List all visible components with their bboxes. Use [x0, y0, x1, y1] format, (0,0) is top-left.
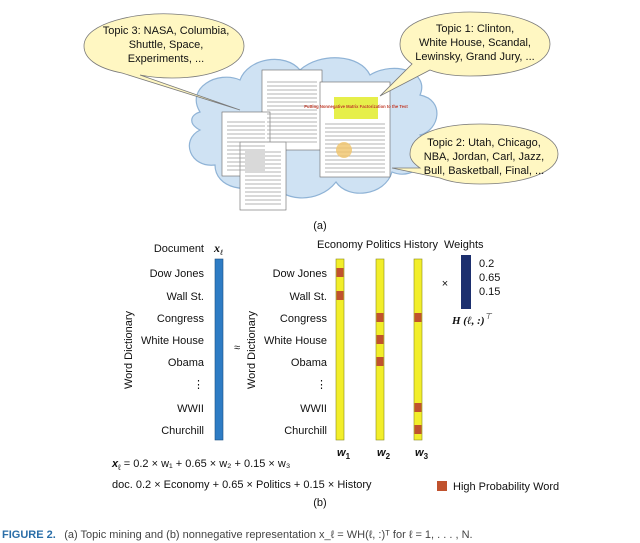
topic-vector-1 — [335, 258, 345, 441]
word-6: WWII — [177, 403, 204, 415]
paper-thumb-figure — [336, 142, 352, 158]
word-3: White House — [264, 335, 327, 347]
caption-label: FIGURE 2. — [2, 529, 56, 541]
paper-thumb-2 — [319, 81, 391, 178]
word-4: Obama — [168, 357, 205, 369]
bubble-line: Lewinsky, Grand Jury, ... — [415, 51, 534, 63]
bubble-line: Bull, Basketball, Final, ... — [424, 165, 544, 177]
paper-thumb-highlight — [334, 97, 378, 119]
topic-bubble-1: Topic 1: Clinton, White House, Scandal, … — [379, 11, 551, 97]
word-4: Obama — [291, 357, 328, 369]
times-symbol: × — [442, 278, 448, 290]
bubble-line: NBA, Jordan, Carl, Jazz, — [424, 151, 544, 163]
bubble-line: Topic 2: Utah, Chicago, — [427, 137, 541, 149]
high-prob-cell — [376, 335, 384, 344]
word-2: Congress — [280, 313, 328, 325]
word-6: WWII — [300, 403, 327, 415]
word-5: ⋮ — [316, 379, 327, 391]
topic-vector-label-2: w2 — [377, 447, 391, 461]
equation-xell: xℓ = 0.2 × w₁ + 0.65 × w₂ + 0.15 × w₃ — [111, 458, 290, 472]
word-1: Wall St. — [167, 291, 205, 303]
weight-value-0: 0.2 — [479, 258, 494, 270]
legend-swatch — [437, 481, 447, 491]
weights-label: H (ℓ, :)⊤ — [451, 312, 493, 327]
word-2: Congress — [157, 313, 205, 325]
panel-b-label: (b) — [313, 497, 326, 509]
paper-thumbnails: Putting Nonnegative Matrix Factorization… — [221, 69, 408, 211]
thumb-text-lines — [227, 81, 385, 205]
topic-vector-label-3: w3 — [415, 447, 429, 461]
high-prob-cell — [414, 313, 422, 322]
approx-symbol: ≈ — [234, 342, 240, 354]
topic-mining-panel: Putting Nonnegative Matrix Factorization… — [83, 11, 559, 232]
word-7: Churchill — [284, 425, 327, 437]
high-prob-cell — [414, 403, 422, 412]
topic-bubble-2: Topic 2: Utah, Chicago, NBA, Jordan, Car… — [391, 123, 559, 185]
topics-header: Economy Politics History — [317, 239, 439, 251]
bubble-line: White House, Scandal, — [419, 37, 531, 49]
topic-vector-3 — [413, 258, 423, 441]
weight-value-2: 0.15 — [479, 286, 500, 298]
bubble-line: Experiments, ... — [128, 53, 204, 65]
figure-caption: FIGURE 2. (a) Topic mining and (b) nonne… — [2, 525, 473, 542]
word-3: White House — [141, 335, 204, 347]
word-0: Dow Jones — [273, 268, 328, 280]
paper-thumb-title: Putting Nonnegative Matrix Factorization… — [304, 104, 408, 109]
caption-text: (a) Topic mining and (b) nonnegative rep… — [64, 529, 472, 541]
weights-header: Weights — [444, 239, 484, 251]
bubble-line: Topic 1: Clinton, — [436, 23, 514, 35]
word-dictionary-label-left: Word Dictionary — [123, 310, 135, 389]
high-prob-cell — [376, 313, 384, 322]
high-prob-cell — [376, 357, 384, 366]
word-dictionary-label-right: Word Dictionary — [246, 310, 258, 389]
word-1: Wall St. — [290, 291, 328, 303]
high-prob-cell — [336, 291, 344, 300]
high-prob-cell — [414, 425, 422, 434]
legend-high-probability: High Probability Word — [453, 481, 559, 493]
bubble-line: Shuttle, Space, — [129, 39, 204, 51]
topic-vectors: w1 w2 w3 — [335, 258, 429, 461]
weight-values: 0.2 0.65 0.15 — [479, 258, 500, 298]
word-7: Churchill — [161, 425, 204, 437]
topic-vector-label-1: w1 — [337, 447, 351, 461]
document-vector — [214, 258, 224, 441]
caption: FIGURE 2. (a) Topic mining and (b) nonne… — [2, 525, 473, 542]
x-ell-header: xℓ — [213, 241, 224, 257]
bubble-line: Topic 3: NASA, Columbia, — [103, 25, 230, 37]
equation-doc: doc. 0.2 × Economy + 0.65 × Politics + 0… — [112, 479, 372, 491]
weights-vector — [461, 255, 471, 309]
word-0: Dow Jones — [150, 268, 205, 280]
high-prob-cell — [336, 268, 344, 277]
document-header: Document — [154, 243, 204, 255]
weight-value-1: 0.65 — [479, 272, 500, 284]
panel-a-label: (a) — [313, 220, 326, 232]
topic-vector-2 — [375, 258, 385, 441]
word-5: ⋮ — [193, 379, 204, 391]
representation-panel: Document xℓ Economy Politics History Wei… — [111, 239, 559, 509]
topic-bubble-3: Topic 3: NASA, Columbia, Shuttle, Space,… — [83, 13, 245, 111]
